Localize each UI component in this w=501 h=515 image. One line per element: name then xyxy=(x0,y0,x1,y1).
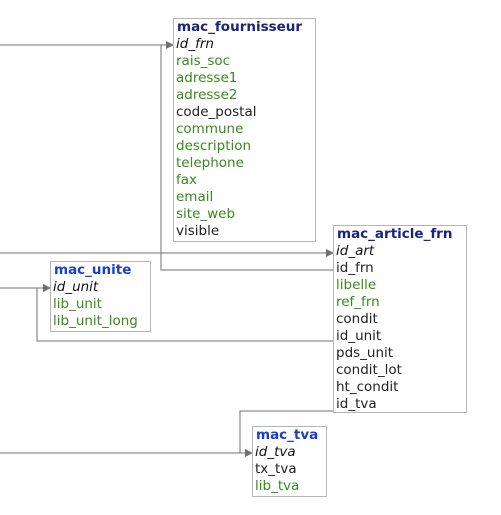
field-ref-frn[interactable]: ref_frn xyxy=(336,294,380,310)
field-site-web[interactable]: site_web xyxy=(176,206,236,222)
field-ht-condit[interactable]: ht_condit xyxy=(336,379,399,395)
field-id-frn[interactable]: id_frn xyxy=(336,260,374,276)
table-title: mac_unite xyxy=(54,262,132,278)
field-telephone[interactable]: telephone xyxy=(176,155,244,171)
field-visible[interactable]: visible xyxy=(176,223,220,239)
field-lib-tva[interactable]: lib_tva xyxy=(255,478,300,494)
field-id-frn[interactable]: id_frn xyxy=(176,36,214,52)
field-id-art[interactable]: id_art xyxy=(336,243,375,259)
table-title: mac_article_frn xyxy=(337,226,453,242)
field-libelle[interactable]: libelle xyxy=(336,277,377,293)
field-condit[interactable]: condit xyxy=(336,311,378,327)
field-id-unit[interactable]: id_unit xyxy=(336,328,382,344)
field-description[interactable]: description xyxy=(176,138,252,154)
field-condit-lot[interactable]: condit_lot xyxy=(336,362,402,378)
field-id-tva[interactable]: id_tva xyxy=(255,444,296,460)
field-fax[interactable]: fax xyxy=(176,172,198,188)
field-code-postal[interactable]: code_postal xyxy=(176,104,257,120)
field-adresse2[interactable]: adresse2 xyxy=(176,87,238,103)
field-lib-unit[interactable]: lib_unit xyxy=(53,296,102,312)
field-adresse1[interactable]: adresse1 xyxy=(176,70,238,86)
field-rais-soc[interactable]: rais_soc xyxy=(176,53,231,69)
field-commune[interactable]: commune xyxy=(176,121,244,137)
field-tx-tva[interactable]: tx_tva xyxy=(255,461,297,477)
table-title: mac_tva xyxy=(256,427,319,443)
field-id-unit[interactable]: id_unit xyxy=(53,279,99,295)
table-title: mac_fournisseur xyxy=(177,19,303,35)
field-pds-unit[interactable]: pds_unit xyxy=(336,345,394,361)
field-lib-unit-long[interactable]: lib_unit_long xyxy=(53,313,138,329)
field-id-tva[interactable]: id_tva xyxy=(336,396,377,412)
field-email[interactable]: email xyxy=(176,189,214,205)
